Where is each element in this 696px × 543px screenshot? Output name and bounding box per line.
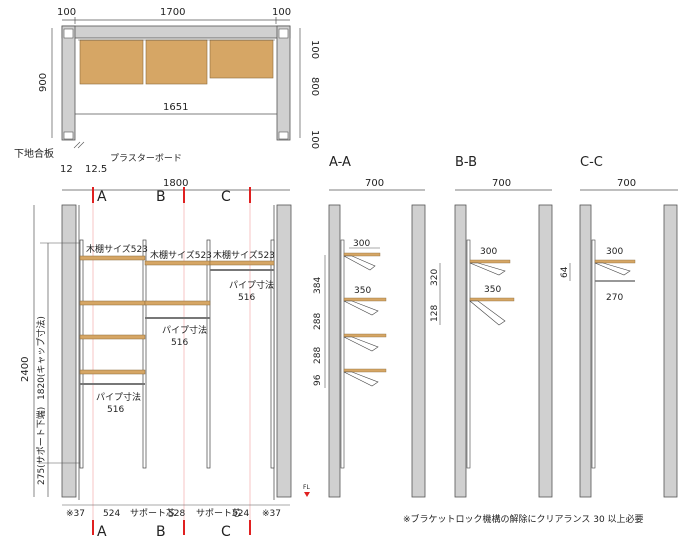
section-aa: A-A 700 300 350 384 288 288 96 <box>313 155 426 498</box>
fl-label: FL <box>303 484 310 491</box>
section-marker-c-top: C <box>221 189 231 205</box>
section-bb-shelf-350: 350 <box>484 285 501 295</box>
dim-12-5: 12.5 <box>85 164 107 175</box>
section-aa-shelf-350: 350 <box>354 286 371 296</box>
clearance-note: ※ブラケットロック機構の解除にクリアランス 30 以上必要 <box>403 513 644 525</box>
section-bb-width: 700 <box>492 178 511 189</box>
shelf-size-1: 木棚サイズ523 <box>86 243 148 255</box>
bottom-support-1: サポート芯 <box>130 507 175 519</box>
pipe-label-1: パイプ寸法 <box>96 391 141 403</box>
section-aa-dim-288b: 288 <box>313 347 323 364</box>
pipe-label-2: パイプ寸法 <box>162 324 207 336</box>
top-dim-height: 900 <box>38 73 49 92</box>
bottom-dim-528: 528 <box>168 509 185 519</box>
section-marker-c-bottom: C <box>221 524 231 540</box>
top-dim-inner: 1651 <box>163 102 188 113</box>
section-cc-width: 700 <box>617 178 636 189</box>
bottom-dim-524-right: 524 <box>232 509 249 519</box>
section-marker-b-top: B <box>156 189 166 205</box>
section-cc-shelf-300: 300 <box>606 247 623 257</box>
top-dim-right: 100 <box>272 7 291 18</box>
section-cc-title: C-C <box>580 155 603 170</box>
section-bb-shelf-300: 300 <box>480 247 497 257</box>
label-plaster-board: プラスターボード <box>110 153 182 164</box>
section-aa-shelf-300: 300 <box>353 239 370 249</box>
front-dim-support: 275(サポート下端) <box>35 407 47 485</box>
pipe-value-2: 516 <box>171 338 188 348</box>
shelf-size-2: 木棚サイズ523 <box>150 249 212 261</box>
top-dim-right-mid: 800 <box>309 77 320 96</box>
section-cc-dim-270: 270 <box>606 293 623 303</box>
bottom-dim-37-left: ※37 <box>66 509 85 519</box>
front-dim-width: 1800 <box>163 178 188 189</box>
bottom-dim-37-right: ※37 <box>262 509 281 519</box>
section-cc-dim-64: 64 <box>560 266 570 278</box>
section-marker-b-bottom: B <box>156 524 166 540</box>
front-dim-cap: 1820(キャップ寸法) <box>35 316 47 400</box>
pipe-label-3: パイプ寸法 <box>229 279 274 291</box>
top-dim-left: 100 <box>57 7 76 18</box>
section-bb-title: B-B <box>455 155 477 170</box>
bottom-dim-524-left: 524 <box>103 509 120 519</box>
section-marker-a-top: A <box>97 189 107 205</box>
bottom-support-2: サポート芯 <box>196 507 241 519</box>
front-dim-height: 2400 <box>20 357 31 382</box>
section-bb-dim-128: 128 <box>430 305 440 322</box>
section-marker-a-bottom: A <box>97 524 107 540</box>
label-base-board: 下地合板 <box>14 147 54 160</box>
pipe-value-1: 516 <box>107 405 124 415</box>
section-bb: B-B 700 300 350 320 128 <box>430 155 553 498</box>
section-bb-dim-320: 320 <box>430 269 440 286</box>
section-aa-dim-96: 96 <box>313 374 323 386</box>
top-dim-right-top: 100 <box>309 40 320 59</box>
pipe-value-3: 516 <box>238 293 255 303</box>
section-aa-dim-384: 384 <box>313 277 323 294</box>
top-view: 100 1700 100 900 100 800 100 1651 下地合板 1… <box>14 7 320 175</box>
top-dim-mid: 1700 <box>160 7 185 18</box>
section-cc: C-C 700 300 64 270 <box>560 155 678 498</box>
section-aa-dim-288a: 288 <box>313 313 323 330</box>
shelf-size-3: 木棚サイズ523 <box>213 249 275 261</box>
front-view: 1800 A B C 2400 1820(キャップ寸法) 275(サポート下端) <box>20 178 310 540</box>
dim-12: 12 <box>60 164 73 175</box>
top-dim-right-bot: 100 <box>309 130 320 149</box>
section-aa-title: A-A <box>329 155 351 170</box>
section-aa-width: 700 <box>365 178 384 189</box>
